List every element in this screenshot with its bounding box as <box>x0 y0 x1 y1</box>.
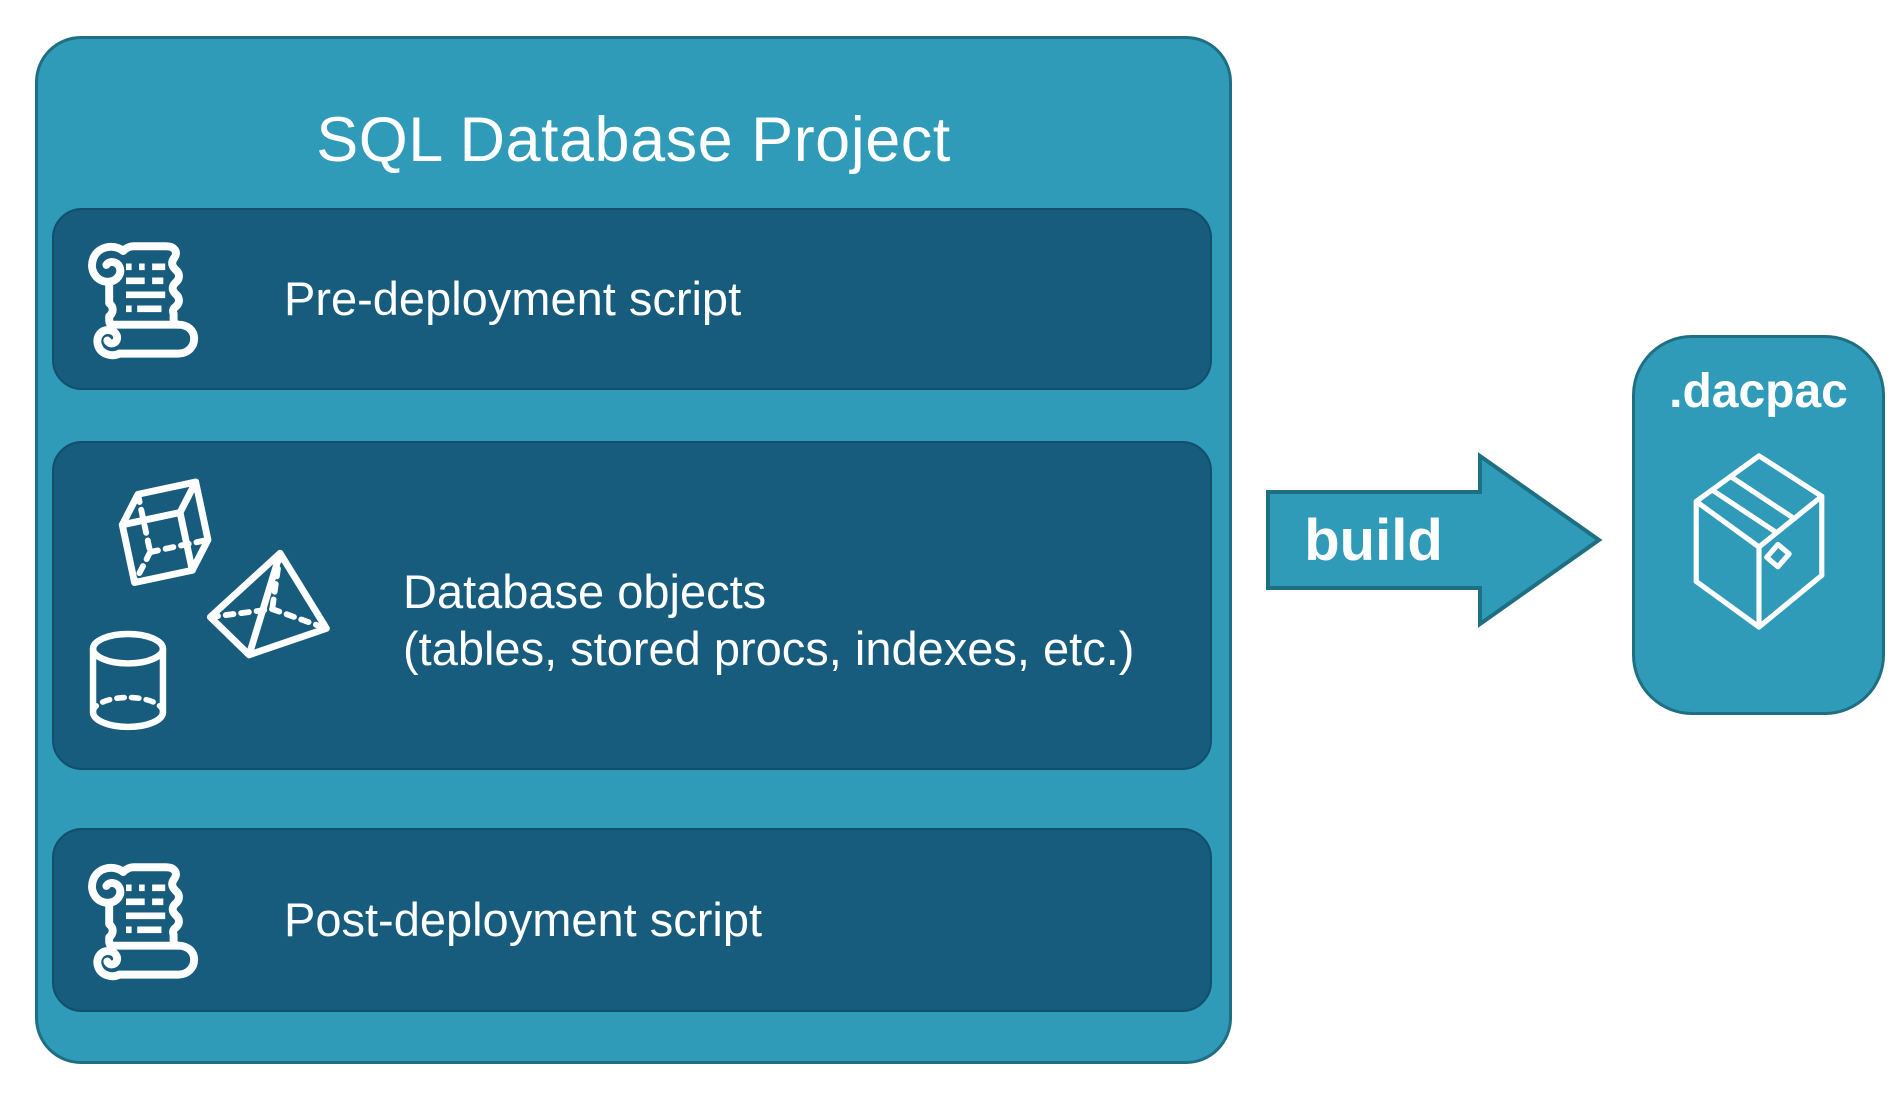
arrow-shape <box>1266 452 1603 628</box>
sql-database-project-box: SQL Database Project Pre-deploymen <box>35 36 1232 1064</box>
cylinder-icon <box>89 630 167 731</box>
build-arrow <box>1266 452 1603 628</box>
scroll-icon <box>88 863 199 981</box>
geometric-shapes-icon <box>54 443 394 768</box>
dacpac-label: .dacpac <box>1669 365 1848 418</box>
database-objects-label: Database objects (tables, stored procs, … <box>403 563 1134 677</box>
dacpac-box: .dacpac <box>1632 335 1885 715</box>
project-title: SQL Database Project <box>316 105 951 175</box>
scroll-icon <box>88 242 199 360</box>
post-deployment-panel: Post-deployment script <box>52 828 1212 1012</box>
pyramid-icon <box>206 549 330 659</box>
database-objects-label-line1: Database objects <box>403 564 767 618</box>
cube-icon <box>118 478 212 587</box>
package-box-icon <box>1693 453 1824 630</box>
database-objects-panel: Database objects (tables, stored procs, … <box>52 441 1212 770</box>
pre-deployment-label: Pre-deployment script <box>284 272 742 326</box>
database-objects-label-line2: (tables, stored procs, indexes, etc.) <box>403 621 1135 675</box>
post-deployment-label: Post-deployment script <box>284 893 763 947</box>
pre-deployment-panel: Pre-deployment script <box>52 208 1212 390</box>
build-label: build <box>1304 507 1443 573</box>
